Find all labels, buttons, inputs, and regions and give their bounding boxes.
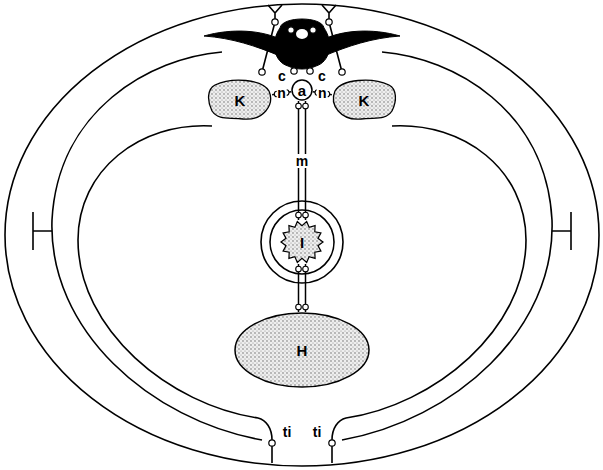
transverse-process: [322, 31, 400, 56]
body-outline: [5, 4, 599, 466]
node-outline: [291, 79, 313, 101]
nerve-connector: [296, 264, 309, 312]
ganglion-dot: [274, 91, 280, 97]
part-label: c: [278, 69, 286, 83]
ganglion-dot: [296, 304, 302, 310]
body-wall: [342, 52, 552, 440]
aorta-circle: a: [291, 79, 313, 101]
ganglion-dot: [303, 304, 309, 310]
nerve-connector: [296, 101, 309, 220]
ganglion: [339, 69, 345, 75]
node-outline: [280, 220, 324, 264]
ganglion-dot: [283, 90, 289, 96]
node-outline: [207, 77, 273, 123]
ganglion: [269, 440, 275, 446]
part-letter: a: [298, 83, 306, 98]
side-mark: [552, 212, 571, 250]
spinal-cord: [296, 29, 308, 39]
body-wall: [52, 52, 262, 440]
connector-label: m: [295, 154, 309, 168]
node-outline: [234, 312, 370, 388]
ganglion-dot: [303, 266, 309, 272]
ganglion: [291, 68, 297, 74]
ganglion-dot: [303, 103, 309, 109]
part-letter: I: [300, 235, 304, 250]
connector-label: n: [317, 86, 328, 100]
ganglion: [310, 27, 316, 33]
kidney-shape: K: [331, 77, 397, 123]
connector-line: [298, 101, 300, 220]
connector-label: n: [276, 86, 287, 100]
part-letter: K: [359, 93, 370, 108]
gut-wall: [270, 210, 334, 274]
kidney-shape: K: [207, 77, 273, 123]
intestine-lumen: I: [280, 220, 324, 264]
kidney-outline: [209, 80, 271, 119]
side-mark: [33, 212, 52, 250]
kidney-outline: [333, 80, 395, 119]
vertebra: [274, 19, 329, 69]
ganglion: [272, 19, 278, 25]
peritoneum: [332, 126, 526, 440]
ganglion-dot: [324, 91, 330, 97]
aorta-outline: [292, 80, 312, 100]
nerve-line: [272, 440, 332, 463]
ganglion: [307, 68, 313, 74]
heart-shape: H: [234, 312, 370, 388]
part-letter: K: [235, 93, 246, 108]
part-label: ti: [313, 425, 322, 439]
peritoneum: [78, 126, 272, 440]
ganglion-dot: [315, 90, 321, 96]
lumen-outline: [281, 222, 323, 263]
ganglion-dot: [296, 103, 302, 109]
part-letter: H: [297, 343, 308, 358]
part-label: c: [318, 69, 326, 83]
connector-line: [305, 101, 307, 220]
ganglion: [259, 69, 265, 75]
ganglion: [329, 440, 335, 446]
ganglion: [288, 27, 294, 33]
transverse-process: [204, 31, 282, 56]
ganglion-dot: [296, 212, 302, 218]
ganglion-dot: [296, 266, 302, 272]
ganglion: [326, 19, 332, 25]
part-label: ti: [283, 425, 292, 439]
nerve-connector: [313, 90, 332, 97]
ganglion-dot: [303, 212, 309, 218]
gut-wall: [261, 201, 343, 283]
organ-outline: [235, 313, 369, 387]
nerve-connector: [272, 90, 291, 97]
node-outline: [331, 77, 397, 123]
